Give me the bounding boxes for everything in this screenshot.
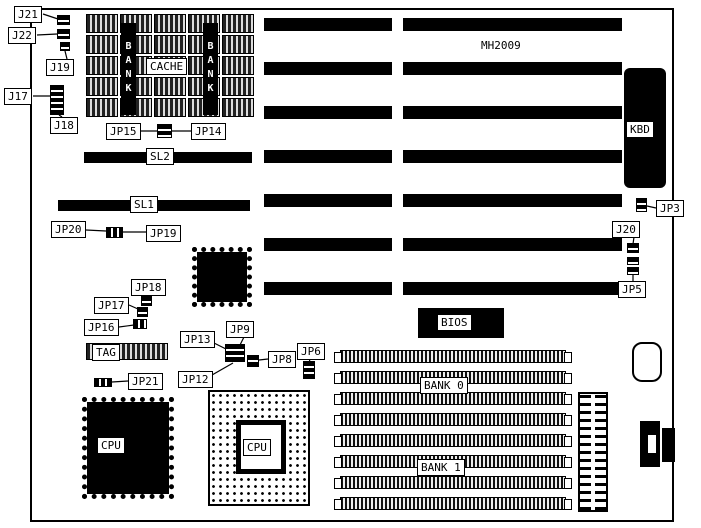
callout-j17: J17	[4, 88, 32, 105]
jumper-jp5-b	[627, 267, 639, 275]
jumper-jp3	[636, 198, 647, 212]
dip-chip	[222, 77, 254, 96]
jumper-jp13-jp9	[225, 344, 245, 362]
jumper-jp21	[94, 378, 112, 387]
jumper-j19	[60, 42, 70, 51]
cpu-qfp-chip	[82, 397, 174, 499]
dip-chip	[154, 14, 186, 33]
board-outline	[30, 8, 674, 522]
isa-slot	[403, 282, 622, 295]
callout-jp8: JP8	[268, 351, 296, 368]
isa-slot	[264, 194, 392, 207]
callout-bank1: BANK 1	[417, 459, 465, 476]
callout-jp6: JP6	[297, 343, 325, 360]
jumper-jp17	[137, 307, 148, 317]
bank-column-left-label: BANK	[121, 23, 136, 115]
callout-cpu-qfp: CPU	[97, 437, 125, 454]
jumper-j21	[57, 15, 70, 25]
isa-slot	[403, 238, 622, 251]
isa-slot	[403, 18, 622, 31]
callout-sl2: SL2	[146, 148, 174, 165]
callout-cache: CACHE	[146, 58, 188, 75]
jumper-jp8	[247, 355, 259, 367]
jumper-jp15-jp14	[157, 124, 172, 138]
jumper-j20	[627, 243, 639, 253]
callout-j21: J21	[14, 6, 42, 23]
simm-socket	[334, 476, 572, 489]
bank-column-right-label: BANK	[203, 23, 218, 115]
callout-jp13: JP13	[180, 331, 215, 348]
callout-j22: J22	[8, 27, 36, 44]
dip-chip	[154, 98, 186, 117]
isa-slot	[264, 18, 392, 31]
simm-socket	[334, 350, 572, 363]
dip-chip	[154, 77, 186, 96]
dip-chip	[222, 98, 254, 117]
callout-jp20: JP20	[51, 221, 86, 238]
callout-sl1: SL1	[130, 196, 158, 213]
callout-jp16: JP16	[84, 319, 119, 336]
isa-slot	[264, 150, 392, 163]
isa-slot	[264, 106, 392, 119]
callout-jp14: JP14	[191, 123, 226, 140]
callout-cpu-pga: CPU	[243, 439, 271, 456]
dip-chip	[86, 98, 118, 117]
callout-kbd: KBD	[626, 121, 654, 138]
battery	[632, 342, 662, 382]
callout-j19: J19	[46, 59, 74, 76]
bottom-right-connector-slot	[648, 435, 656, 453]
jumper-jp18	[141, 296, 152, 306]
simm-socket	[334, 413, 572, 426]
callout-bios: BIOS	[437, 314, 472, 331]
callout-jp5: JP5	[618, 281, 646, 298]
callout-bank0: BANK 0	[420, 377, 468, 394]
isa-slot	[403, 150, 622, 163]
callout-jp15: JP15	[106, 123, 141, 140]
callout-jp9: JP9	[226, 321, 254, 338]
isa-slot	[403, 194, 622, 207]
callout-j20: J20	[612, 221, 640, 238]
dip-chip	[222, 14, 254, 33]
jumper-jp16	[133, 319, 147, 329]
isa-slot	[264, 282, 392, 295]
callout-jp19: JP19	[146, 225, 181, 242]
simm-socket	[334, 434, 572, 447]
dip-chip	[86, 56, 118, 75]
dip-chip	[222, 56, 254, 75]
dip-chip	[86, 35, 118, 54]
callout-j18: J18	[50, 117, 78, 134]
board-model-text: MH2009	[479, 39, 523, 52]
dip-chip	[86, 14, 118, 33]
dip-chip	[222, 35, 254, 54]
jumper-jp20-jp19	[106, 227, 123, 238]
jumper-jp6	[303, 361, 315, 379]
isa-slot	[264, 238, 392, 251]
dip-chip	[86, 77, 118, 96]
callout-jp12: JP12	[178, 371, 213, 388]
simm-socket	[334, 497, 572, 510]
callout-jp21: JP21	[128, 373, 163, 390]
callout-tag: TAG	[92, 344, 120, 361]
jumper-jp5-a	[627, 257, 639, 265]
jumper-j17-j18	[50, 85, 64, 115]
callout-jp3: JP3	[656, 200, 684, 217]
isa-slot	[403, 106, 622, 119]
edge-connector	[662, 428, 675, 462]
chipset-qfp	[192, 247, 252, 307]
callout-jp18: JP18	[131, 279, 166, 296]
isa-slot	[403, 62, 622, 75]
isa-slot	[264, 62, 392, 75]
power-connector	[578, 392, 608, 512]
jumper-j22	[57, 29, 70, 39]
callout-jp17: JP17	[94, 297, 129, 314]
dip-chip	[154, 35, 186, 54]
